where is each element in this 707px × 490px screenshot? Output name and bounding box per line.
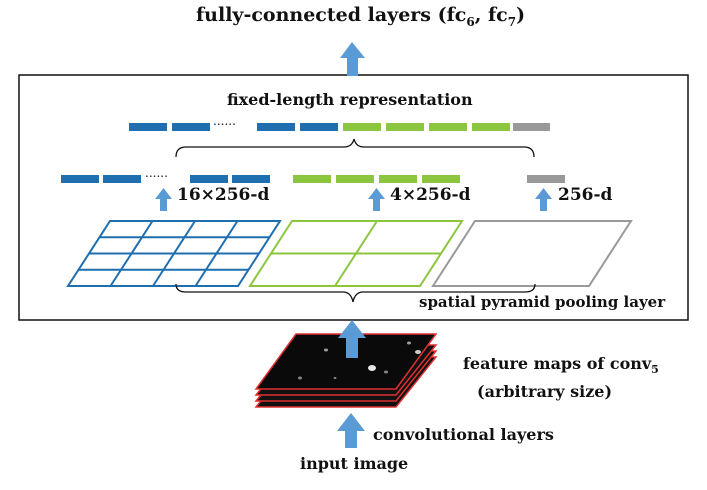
level1-dim-label: 16×256-d [177,185,270,205]
vector-segment-green [472,123,510,131]
arrow-fmap-to-spp [338,320,366,358]
feature-activations [298,341,421,380]
vector-segment-gray [513,123,550,131]
level2-dim-label: 4×256-d [390,185,471,205]
level3-arrow [535,188,552,211]
spp-layer-label: spatial pyramid pooling layer [419,293,666,311]
arrow-input-to-conv [337,413,365,448]
feature-map-stack [254,333,438,408]
ellipsis-top: ...... [213,114,236,128]
vector-segment-green [386,123,424,131]
upper-brace [175,138,535,158]
level3-vector [527,175,565,183]
feature-maps-label: feature maps of conv5 [463,354,659,377]
fixed-length-vector [129,123,550,131]
vector-segment-blue [257,123,295,131]
arbitrary-size-label: (arbitrary size) [477,382,613,401]
conv-layers-label: convolutional layers [373,425,554,444]
lower-brace [175,283,536,303]
level1-arrow [155,188,172,211]
arrow-to-fc [340,42,365,76]
vector-segment-blue [172,123,210,131]
level2-vector [293,175,460,183]
fixed-length-label: fixed-length representation [227,90,473,109]
level1-vector [61,175,270,183]
level3-dim-label: 256-d [558,185,613,205]
vector-segment-green [343,123,381,131]
vector-segment-blue [300,123,338,131]
level2-arrow [368,188,385,211]
fc-layers-title: fully-connected layers (fc6, fc7) [196,4,526,29]
input-image-label: input image [300,454,409,473]
grid-4x4 [66,220,282,287]
ellipsis-level1: ...... [145,166,168,180]
vector-segment-green [429,123,467,131]
vector-segment-blue [129,123,167,131]
grid-2x2 [248,220,464,287]
grid-1x1 [431,220,633,287]
